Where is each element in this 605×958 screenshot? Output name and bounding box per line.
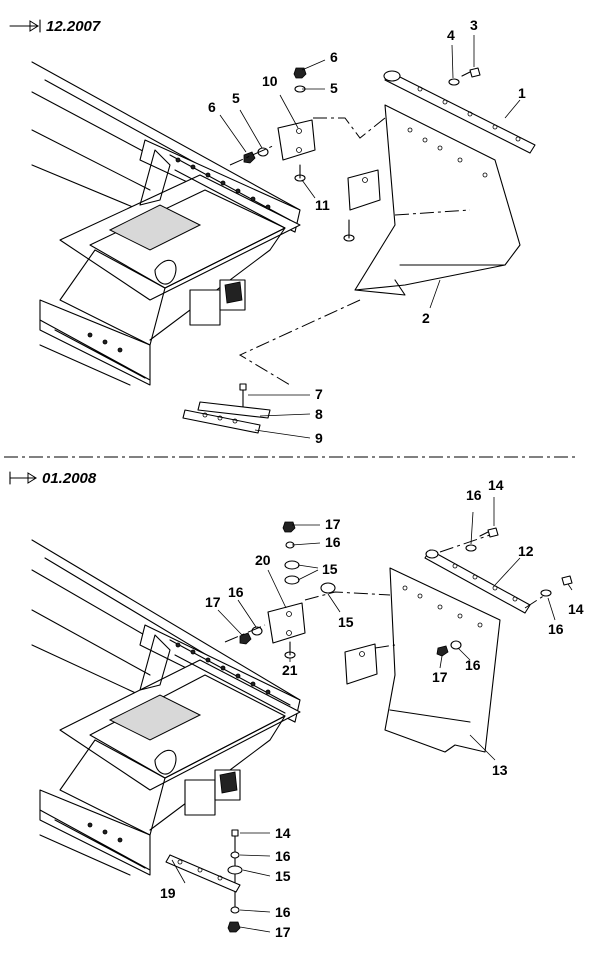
callout-11: 11 <box>315 197 330 213</box>
callout-17: 17 <box>325 516 341 532</box>
assembly-lines-bottom <box>224 534 546 649</box>
part-20-bracket <box>267 602 378 685</box>
section-until-2007: 12.2007 <box>9 17 536 446</box>
callout-15: 15 <box>275 868 291 884</box>
callouts-top: 6 5 10 6 5 1 3 4 11 2 7 8 9 <box>208 17 526 446</box>
callout-16: 16 <box>325 534 341 550</box>
part-13-deflector <box>384 567 501 753</box>
callout-20: 20 <box>255 552 271 568</box>
callout-15: 15 <box>338 614 354 630</box>
callout-10: 10 <box>262 73 278 89</box>
callout-14: 14 <box>568 601 584 617</box>
callout-16: 16 <box>465 657 481 673</box>
callout-16: 16 <box>466 487 482 503</box>
part-1-strip <box>383 70 536 154</box>
callout-16: 16 <box>275 904 291 920</box>
from-date-arrow-icon <box>9 471 37 485</box>
section-from-2008: 01.2008 <box>9 470 584 940</box>
spreader-frame-2 <box>31 539 301 876</box>
leader-lines-bottom <box>171 497 573 933</box>
part-19-plate <box>165 854 241 893</box>
fasteners-top <box>243 67 481 242</box>
header-from-date: 01.2008 <box>42 470 97 487</box>
assembly-lines-top <box>229 117 471 386</box>
callout-14: 14 <box>488 477 504 493</box>
leader-lines-top <box>219 35 521 439</box>
callout-21: 21 <box>282 662 298 678</box>
part-12-strip <box>424 549 531 614</box>
callout-8: 8 <box>315 406 323 422</box>
parts-7-8-9-plates <box>182 383 271 434</box>
callout-3: 3 <box>470 17 478 33</box>
callout-17: 17 <box>275 924 291 940</box>
callout-13: 13 <box>492 762 508 778</box>
fasteners-bottom <box>227 521 573 933</box>
callout-4: 4 <box>447 27 455 43</box>
part-10-bracket <box>277 119 381 211</box>
callout-1: 1 <box>518 85 526 101</box>
callout-15: 15 <box>322 561 338 577</box>
callout-17: 17 <box>205 594 221 610</box>
callout-7: 7 <box>315 386 323 402</box>
callout-9: 9 <box>315 430 323 446</box>
callout-6: 6 <box>208 99 216 115</box>
callout-16: 16 <box>275 848 291 864</box>
callouts-bottom: 16 14 17 16 15 12 20 17 16 15 14 16 21 1… <box>160 477 584 940</box>
spreader-frame <box>31 61 301 386</box>
callout-2: 2 <box>422 310 430 326</box>
callout-16: 16 <box>228 584 244 600</box>
callout-5: 5 <box>232 90 240 106</box>
callout-5: 5 <box>330 80 338 96</box>
callout-6: 6 <box>330 49 338 65</box>
callout-12: 12 <box>518 543 534 559</box>
part-2-deflector <box>354 104 521 296</box>
header-until-date: 12.2007 <box>46 18 101 35</box>
until-date-arrow-icon <box>9 19 41 33</box>
callout-17: 17 <box>432 669 448 685</box>
callout-19: 19 <box>160 885 176 901</box>
callout-16: 16 <box>548 621 564 637</box>
callout-14: 14 <box>275 825 291 841</box>
